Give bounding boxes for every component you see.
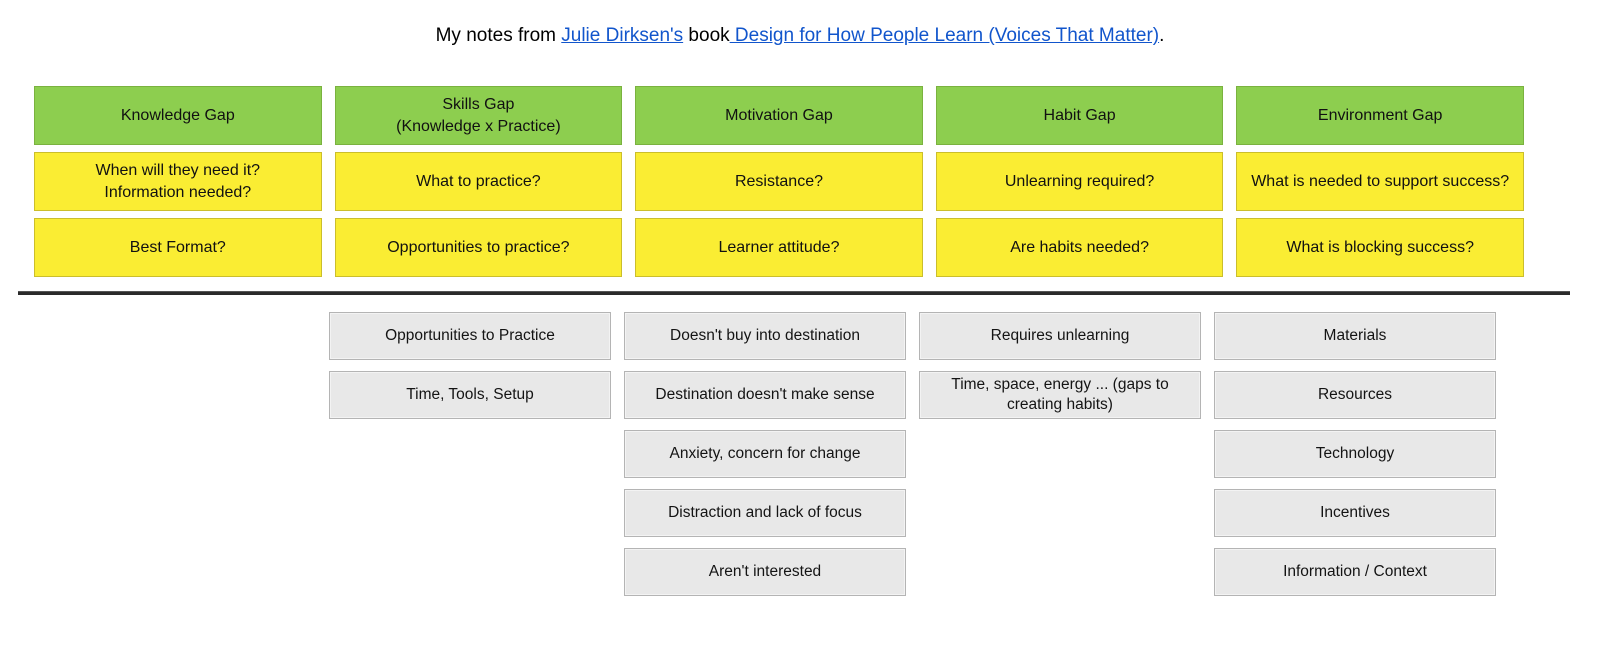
gap-question-row-1: When will they need it? Information need… <box>34 152 1524 211</box>
list-item[interactable]: Doesn't buy into destination <box>624 312 906 360</box>
gap-header-knowledge[interactable]: Knowledge Gap <box>34 86 322 145</box>
question-motivation-2[interactable]: Learner attitude? <box>635 218 923 277</box>
question-habit-1[interactable]: Unlearning required? <box>935 152 1224 211</box>
list-item[interactable]: Technology <box>1214 430 1496 478</box>
list-item[interactable]: Resources <box>1214 371 1496 419</box>
question-knowledge-2[interactable]: Best Format? <box>34 218 322 277</box>
gap-grid: Knowledge Gap Skills Gap (Knowledge x Pr… <box>34 86 1524 277</box>
section-divider <box>18 291 1570 295</box>
list-item[interactable]: Time, space, energy ... (gaps to creatin… <box>919 371 1201 419</box>
question-motivation-1[interactable]: Resistance? <box>635 152 923 211</box>
list-item[interactable]: Distraction and lack of focus <box>624 489 906 537</box>
gap-header-skills[interactable]: Skills Gap (Knowledge x Practice) <box>334 86 623 145</box>
gap-header-row: Knowledge Gap Skills Gap (Knowledge x Pr… <box>34 86 1524 145</box>
author-link[interactable]: Julie Dirksen's <box>561 25 684 46</box>
book-title-link[interactable]: Design for How People Learn (Voices That… <box>729 25 1160 46</box>
detail-column-habit: Requires unlearning Time, space, energy … <box>919 312 1201 596</box>
list-item[interactable]: Materials <box>1214 312 1496 360</box>
question-environment-1[interactable]: What is needed to support success? <box>1236 152 1524 211</box>
gap-question-row-2: Best Format? Opportunities to practice? … <box>34 218 1524 277</box>
list-item[interactable]: Information / Context <box>1214 548 1496 596</box>
caption-middle: book <box>683 25 730 46</box>
detail-column-knowledge <box>34 312 316 596</box>
detail-grid: Opportunities to Practice Time, Tools, S… <box>34 312 1496 596</box>
list-item[interactable]: Aren't interested <box>624 548 906 596</box>
detail-column-skills: Opportunities to Practice Time, Tools, S… <box>329 312 611 596</box>
question-skills-1[interactable]: What to practice? <box>334 152 623 211</box>
caption-prefix: My notes from <box>435 25 562 46</box>
list-item[interactable]: Requires unlearning <box>919 312 1201 360</box>
question-skills-2[interactable]: Opportunities to practice? <box>334 218 623 277</box>
list-item[interactable]: Opportunities to Practice <box>329 312 611 360</box>
question-knowledge-1[interactable]: When will they need it? Information need… <box>34 152 322 211</box>
list-item[interactable]: Destination doesn't make sense <box>624 371 906 419</box>
detail-column-motivation: Doesn't buy into destination Destination… <box>624 312 906 596</box>
question-habit-2[interactable]: Are habits needed? <box>935 218 1224 277</box>
caption-suffix: . <box>1159 25 1165 46</box>
list-item[interactable]: Time, Tools, Setup <box>329 371 611 419</box>
gap-header-motivation[interactable]: Motivation Gap <box>635 86 923 145</box>
gap-header-environment[interactable]: Environment Gap <box>1236 86 1524 145</box>
detail-column-environment: Materials Resources Technology Incentive… <box>1214 312 1496 596</box>
page-caption: My notes from Julie Dirksen's book Desig… <box>0 24 1600 49</box>
gap-header-habit[interactable]: Habit Gap <box>935 86 1224 145</box>
question-environment-2[interactable]: What is blocking success? <box>1236 218 1524 277</box>
list-item[interactable]: Incentives <box>1214 489 1496 537</box>
list-item[interactable]: Anxiety, concern for change <box>624 430 906 478</box>
